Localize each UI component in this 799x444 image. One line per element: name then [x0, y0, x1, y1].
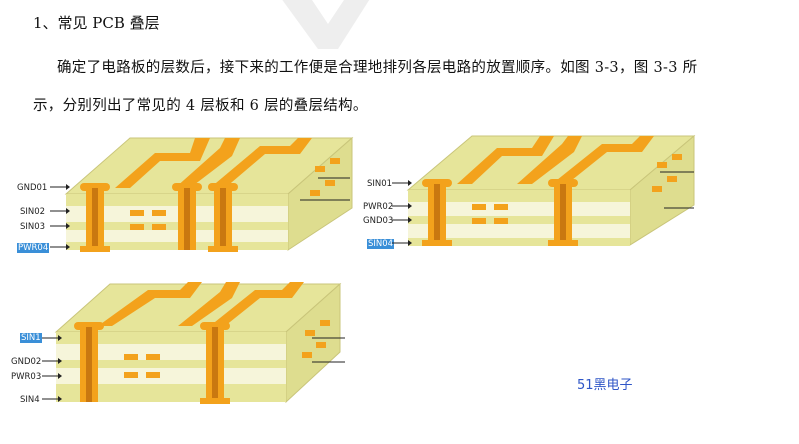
label-gnd03: GND03 [363, 216, 394, 226]
label-sin03: SIN03 [20, 222, 46, 232]
label-sin02: SIN02 [20, 207, 46, 217]
pcb-stackup-diagram-4layer-variant [406, 134, 696, 246]
label-sin1: SIN1 [20, 333, 42, 343]
label-pwr02: PWR02 [363, 202, 394, 212]
label-gnd01: GND01 [17, 183, 48, 193]
label-sin4: SIN4 [20, 395, 40, 405]
label-gnd02: GND02 [11, 357, 42, 367]
label-sin01: SIN01 [367, 179, 393, 189]
diagram2-arrows [392, 180, 412, 246]
paragraph-line-2: 示，分别列出了常见的 4 层板和 6 层的叠层结构。 [33, 98, 368, 114]
label-pwr03: PWR03 [11, 372, 42, 382]
watermark-logo [282, 0, 370, 49]
label-sin04: SIN04 [367, 239, 395, 249]
section-heading: 1、常见 PCB 叠层 [33, 14, 160, 32]
label-pwr04: PWR04 [17, 243, 50, 253]
paragraph-line-1: 确定了电路板的层数后，接下来的工作便是合理地排列各层电路的放置顺序。如图 3-3… [57, 60, 698, 76]
diagram1-arrows [50, 184, 70, 250]
pcb-stackup-diagram-third [54, 282, 345, 404]
pcb-stackup-diagram-4layer [64, 136, 354, 252]
diagram3-arrows [42, 335, 62, 402]
brand-watermark-text: 51黑电子 [577, 378, 633, 393]
